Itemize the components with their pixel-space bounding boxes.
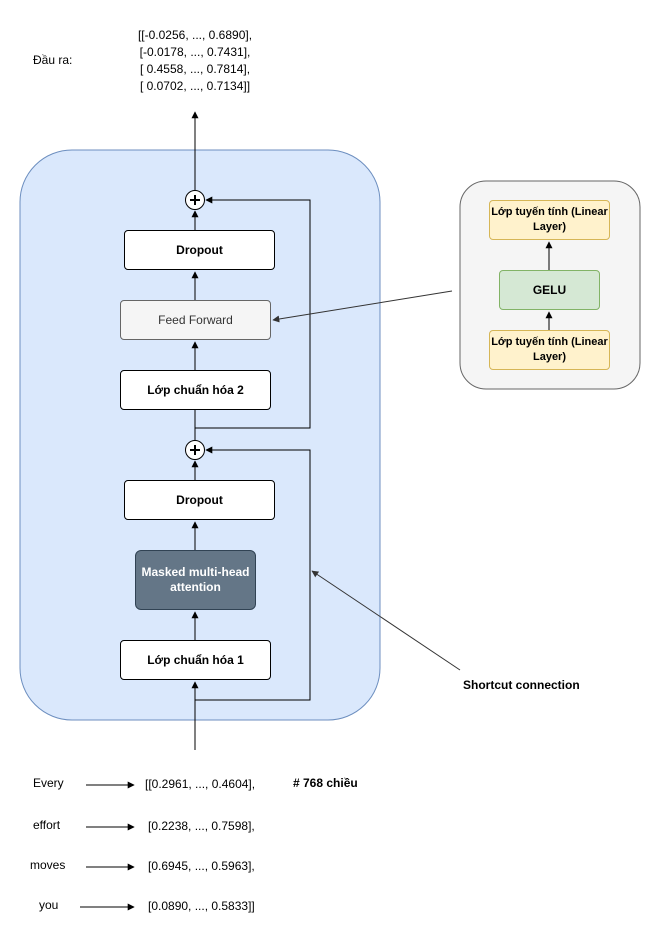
input-token-effort: effort	[33, 818, 61, 832]
norm1-box[interactable]: Lớp chuẩn hóa 1	[120, 640, 271, 680]
add-node-1	[185, 440, 205, 460]
output-row-4: [ 0.0702, ..., 0.7134]]	[139, 79, 251, 93]
gelu-label: GELU	[532, 283, 567, 297]
masked-attention-label: Masked multi-head attention	[141, 565, 250, 594]
norm2-label: Lớp chuẩn hóa 2	[147, 383, 244, 397]
dropout-top-label: Dropout	[176, 243, 223, 257]
input-token-every: Every	[33, 776, 64, 790]
input-vector-moves: [0.6945, ..., 0.5963],	[148, 859, 255, 873]
norm2-box[interactable]: Lớp chuẩn hóa 2	[120, 370, 271, 410]
output-row-1: [[-0.0256, ..., 0.6890],	[137, 28, 253, 42]
linear-layer-bottom-box[interactable]: Lớp tuyến tính (Linear Layer)	[489, 330, 610, 370]
linear-layer-bottom-label: Lớp tuyến tính (Linear Layer)	[491, 336, 608, 363]
output-row-3: [ 0.4558, ..., 0.7814],	[139, 62, 251, 76]
dropout-bottom-box[interactable]: Dropout	[124, 480, 275, 520]
dropout-top-box[interactable]: Dropout	[124, 230, 275, 270]
detail-pointer-arrow	[272, 290, 453, 323]
input-token-moves: moves	[30, 858, 66, 872]
shortcut-loop-1	[195, 446, 311, 701]
feed-forward-label: Feed Forward	[158, 313, 233, 327]
shortcut-connection-label: Shortcut connection	[463, 678, 580, 692]
input-vector-every: [[0.2961, ..., 0.4604],	[145, 777, 256, 791]
input-token-you: you	[39, 898, 59, 912]
shortcut-pointer-arrow	[311, 570, 461, 671]
output-label: Đầu ra:	[33, 53, 73, 67]
input-vector-effort: [0.2238, ..., 0.7598],	[148, 819, 255, 833]
dims-note: # 768 chiều	[293, 776, 358, 790]
norm1-label: Lớp chuẩn hóa 1	[147, 653, 244, 667]
add-node-2	[185, 190, 205, 210]
linear-layer-top-label: Lớp tuyến tính (Linear Layer)	[491, 206, 608, 233]
dropout-bottom-label: Dropout	[176, 493, 223, 507]
feed-forward-box[interactable]: Feed Forward	[120, 300, 271, 340]
input-vector-you: [0.0890, ..., 0.5833]]	[148, 899, 255, 913]
linear-layer-top-box[interactable]: Lớp tuyến tính (Linear Layer)	[489, 200, 610, 240]
gelu-box[interactable]: GELU	[499, 270, 600, 310]
output-row-2: [-0.0178, ..., 0.7431],	[139, 45, 251, 59]
masked-attention-box[interactable]: Masked multi-head attention	[135, 550, 256, 610]
transformer-block	[19, 149, 381, 721]
